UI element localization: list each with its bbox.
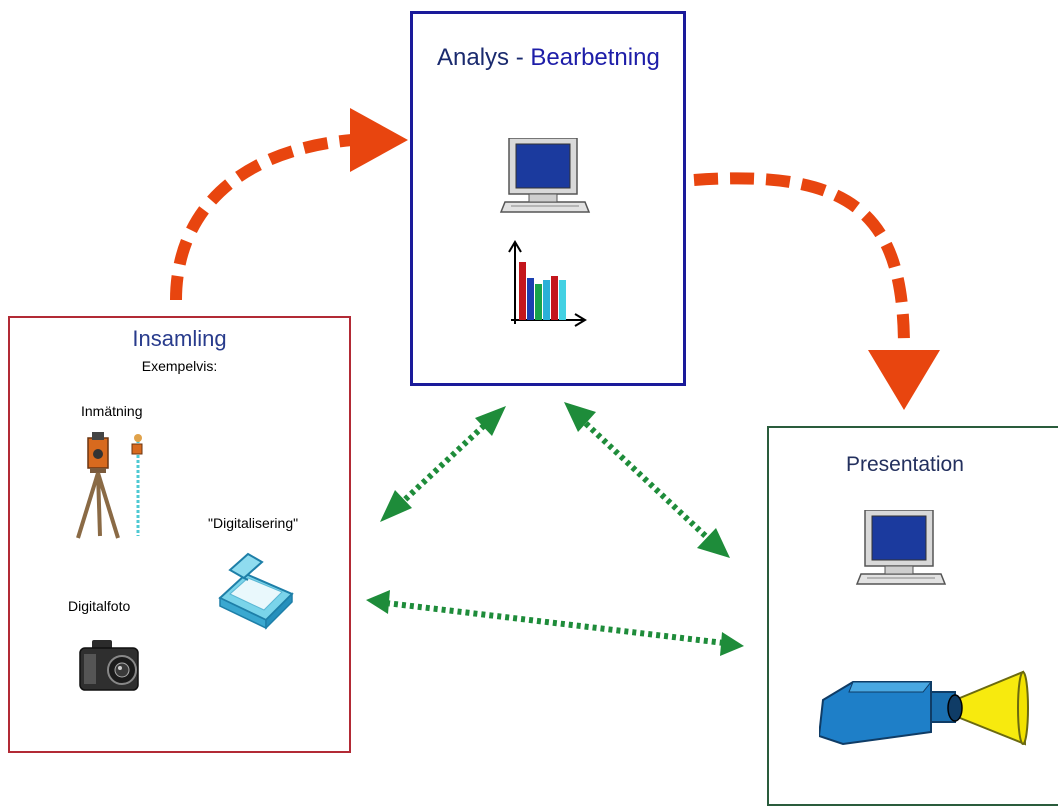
surveying-tripod-icon <box>76 432 143 539</box>
analys-title: Analys - Bearbetning <box>437 44 660 72</box>
analys-box: Analys - Bearbetning <box>410 11 686 386</box>
flow-arrow-insamling-to-analys <box>170 134 353 301</box>
bar-chart-icon <box>508 240 587 327</box>
exchange-arrow-insamling-presentation <box>366 590 744 656</box>
analys-title-part2: Bearbetning <box>530 44 660 71</box>
presentation-title: Presentation <box>846 453 964 476</box>
insamling-subtitle: Exempelvis: <box>141 358 218 374</box>
presentation-box: Presentation <box>767 426 1058 806</box>
scanner-icon <box>218 552 294 630</box>
insamling-box: Insamling Exempelvis: Inmätning "Digital… <box>8 316 351 753</box>
flow-arrow-analys-to-presentation <box>693 172 910 349</box>
insamling-title: Insamling <box>132 326 227 351</box>
label-digitalfoto: Digitalfoto <box>68 598 131 614</box>
exchange-arrow-analys-presentation <box>564 402 730 558</box>
flow-arrowhead-analys <box>350 108 408 172</box>
exchange-arrow-analys-insamling <box>380 406 506 522</box>
computer-icon <box>855 510 947 585</box>
flow-arrowhead-presentation <box>868 350 940 410</box>
camera-icon <box>79 640 139 691</box>
analys-title-part1: Analys <box>437 44 510 71</box>
label-digitalisering: "Digitalisering" <box>208 515 299 531</box>
label-inmatning: Inmätning <box>81 403 143 419</box>
projector-icon <box>819 670 1029 746</box>
analys-title-separator: - <box>509 44 531 71</box>
computer-icon <box>499 138 591 213</box>
